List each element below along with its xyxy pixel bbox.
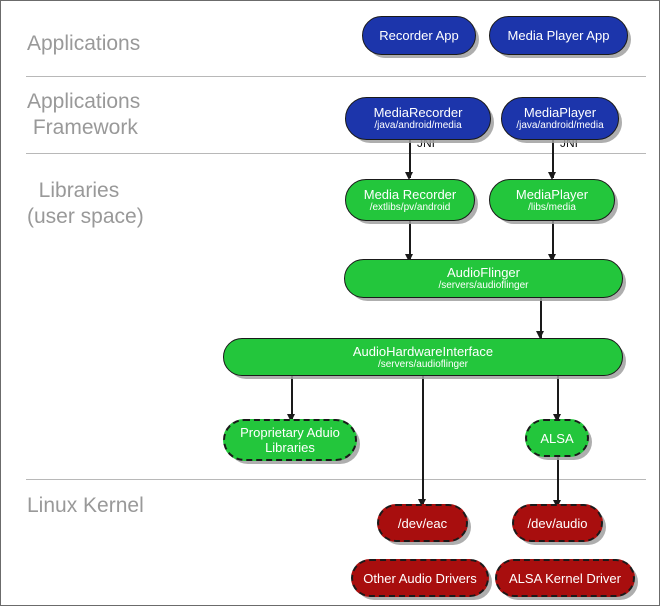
layer-label-framework-line2: Framework xyxy=(27,116,138,139)
node-mediaplayer-framework[interactable]: MediaPlayer /java/android/media xyxy=(501,97,619,140)
node-other-audio-drivers[interactable]: Other Audio Drivers xyxy=(351,559,489,597)
divider-kernel xyxy=(26,479,646,480)
connector-mediarecorderlib-audioflinger xyxy=(409,221,411,261)
node-title: AudioFlinger xyxy=(447,265,520,280)
node-audioflinger[interactable]: AudioFlinger /servers/audioflinger xyxy=(344,259,623,298)
node-title: ALSA xyxy=(540,430,574,446)
node-audiohardwareinterface[interactable]: AudioHardwareInterface /servers/audiofli… xyxy=(223,338,623,376)
connector-mediarecorder-jni xyxy=(409,140,411,178)
node-title: MediaPlayer xyxy=(515,186,589,202)
divider-framework xyxy=(26,153,646,154)
arrowhead-audioflinger-audiohardwareinterface xyxy=(536,331,544,339)
node-mediaplayer-library[interactable]: MediaPlayer /libs/media xyxy=(489,179,615,221)
arrowhead-mediaplayer-jni xyxy=(548,172,556,180)
connector-alsa-devaudio xyxy=(557,457,559,507)
node-title: Media Player App xyxy=(507,28,610,43)
node-title: /dev/eac xyxy=(397,515,448,531)
node-title: Other Audio Drivers xyxy=(363,570,477,586)
node-title: Media Recorder xyxy=(363,186,457,202)
arrowhead-audiohardwareinterface-alsa xyxy=(553,414,561,422)
connector-mediaplayerlib-audioflinger xyxy=(552,221,554,261)
node-subtitle: /servers/audioflinger xyxy=(438,280,529,291)
layer-label-applications: Applications xyxy=(27,32,141,55)
arrowhead-mediarecorder-jni xyxy=(405,172,413,180)
node-media-player-app[interactable]: Media Player App xyxy=(489,16,628,55)
node-title: /dev/audio xyxy=(527,515,588,531)
connector-audiohardwareinterface-proprietary xyxy=(291,376,293,421)
connector-audioflinger-audiohardwareinterface xyxy=(540,298,542,338)
layer-label-libraries-line2: (user space) xyxy=(27,205,144,228)
arrowhead-mediarecorderlib-audioflinger xyxy=(405,254,413,262)
node-title: ALSA Kernel Driver xyxy=(509,570,621,586)
layer-label-framework-line1: Applications xyxy=(27,90,141,113)
node-recorder-app[interactable]: Recorder App xyxy=(362,16,476,55)
node-title: AudioHardwareInterface xyxy=(352,343,494,359)
connector-mediaplayer-jni xyxy=(552,140,554,178)
node-subtitle: /libs/media xyxy=(528,201,576,213)
arrowhead-mediaplayerlib-audioflinger xyxy=(548,254,556,262)
node-subtitle: /servers/audioflinger xyxy=(377,358,469,370)
node-title: MediaRecorder xyxy=(373,105,463,120)
connector-audiohardwareinterface-deveac xyxy=(422,376,424,506)
node-alsa-kernel-driver[interactable]: ALSA Kernel Driver xyxy=(495,559,635,597)
layer-label-libraries-line1: Libraries xyxy=(27,179,120,202)
node-dev-eac[interactable]: /dev/eac xyxy=(377,504,468,542)
node-title: Recorder App xyxy=(379,28,459,43)
node-title: MediaPlayer xyxy=(523,105,597,120)
node-media-recorder-library[interactable]: Media Recorder /extlibs/pv/android xyxy=(345,179,475,221)
layer-label-kernel: Linux Kernel xyxy=(27,494,144,517)
node-dev-audio[interactable]: /dev/audio xyxy=(512,504,603,542)
node-title: Proprietary Aduio Libraries xyxy=(240,425,340,455)
node-subtitle: /java/android/media xyxy=(374,120,462,131)
node-mediarecorder-framework[interactable]: MediaRecorder /java/android/media xyxy=(345,97,491,140)
divider-applications xyxy=(26,76,646,77)
arrowhead-audiohardwareinterface-deveac xyxy=(418,499,426,507)
node-subtitle: /java/android/media xyxy=(516,120,604,131)
connector-audiohardwareinterface-alsa xyxy=(557,376,559,421)
arrowhead-audiohardwareinterface-proprietary xyxy=(287,414,295,422)
node-proprietary-audio-libraries[interactable]: Proprietary Aduio Libraries xyxy=(223,419,357,461)
node-subtitle: /extlibs/pv/android xyxy=(369,201,451,213)
node-alsa[interactable]: ALSA xyxy=(525,419,589,457)
